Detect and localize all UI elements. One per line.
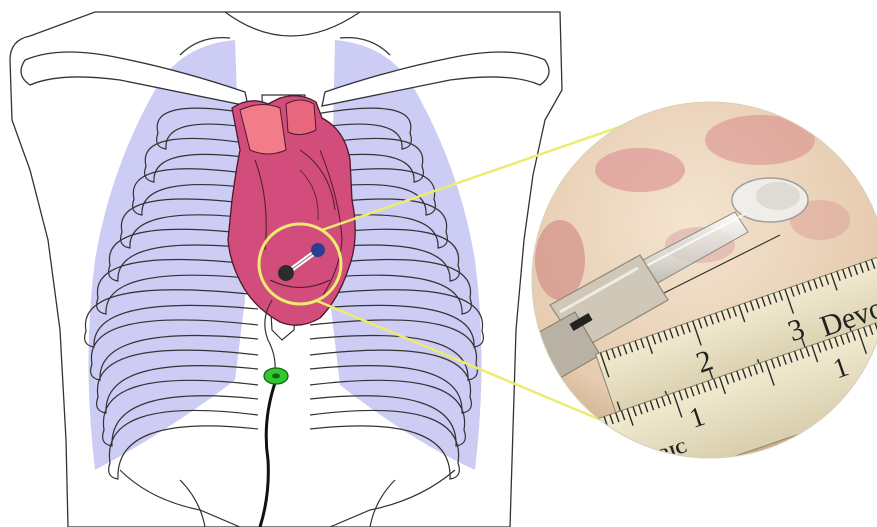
heart — [228, 96, 355, 325]
ruler-tick — [593, 421, 596, 430]
ruler-tick — [587, 423, 590, 432]
ruler-label-inches: INCHES — [628, 457, 692, 493]
ruler-tick — [581, 425, 589, 450]
photo-inset: 2 3 Devon 1 1 METRIC INCHES — [520, 90, 877, 504]
